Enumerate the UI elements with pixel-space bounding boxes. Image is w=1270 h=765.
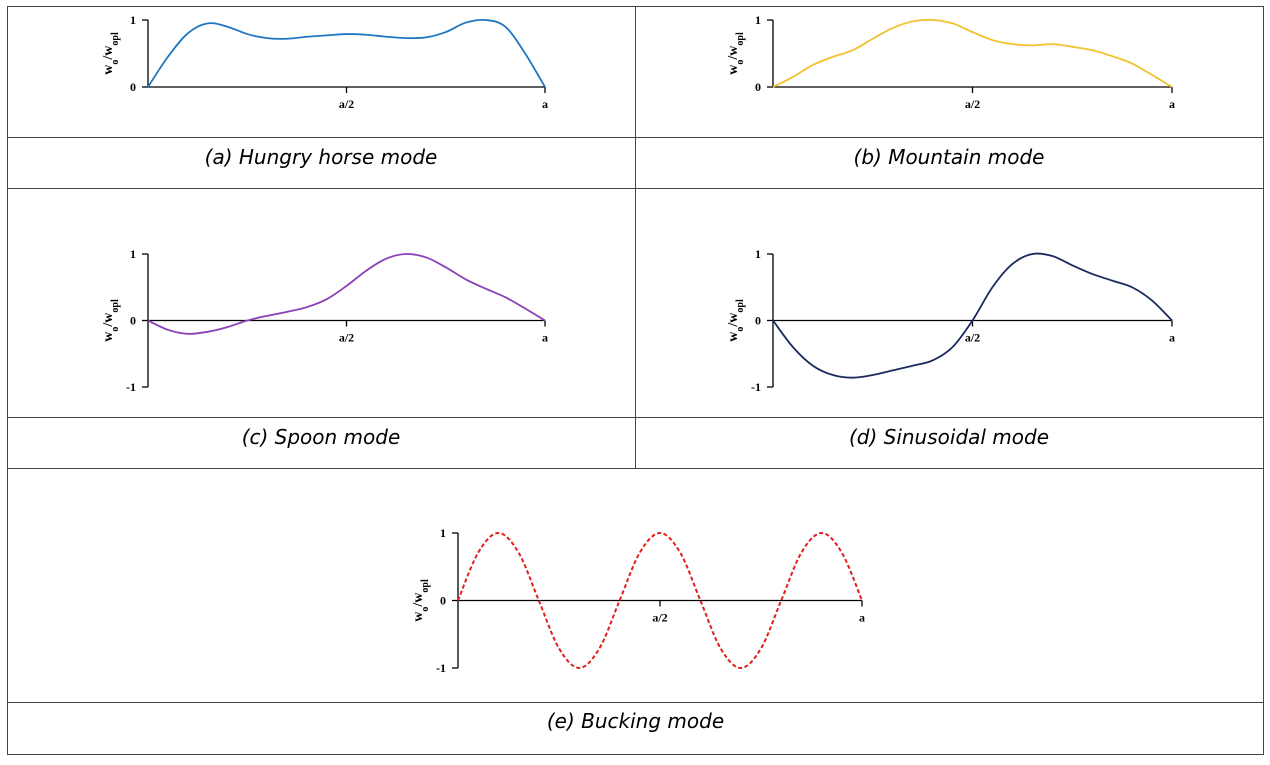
spoon-series-line [147,253,546,335]
table-row-line [7,702,1264,703]
bucking-y-tick-label: -1 [436,661,446,675]
spoon-y-axis-title-part: /w [101,312,116,328]
spoon-y-axis-title-part: o [110,327,121,332]
spoon-y-tick-label: -1 [126,380,136,394]
caption-mountain-mode: (b) Mountain mode [853,145,1045,169]
mountain-y-axis-title-part: /w [726,45,741,61]
mountain-y-axis-title-part: opl [735,32,746,46]
hungry-horse-y-axis-title-part: o [110,60,121,65]
table-row-line [7,137,1264,138]
hungry-horse-x-tick-label: a/2 [339,97,354,111]
hungry-horse-y-axis-title-part: /w [101,45,116,61]
sinusoidal-series-line [772,252,1173,379]
bucking-y-tick-label: 0 [440,594,446,608]
sinusoidal-y-tick-label: 0 [755,314,761,328]
spoon-y-tick-label: 1 [130,247,136,261]
bucking-y-axis-title-part: o [420,607,431,612]
hungry-horse-y-axis-title-part: w [101,64,116,75]
bucking-x-tick-label: a [859,611,865,625]
caption-sinusoidal-mode: (d) Sinusoidal mode [848,425,1050,449]
table-row-line [7,188,1264,189]
caption-spoon-mode: (c) Spoon mode [241,425,401,449]
caption-hungry-horse-mode: (a) Hungry horse mode [204,145,438,169]
bucking-y-axis-title: wo/wopl [411,579,431,622]
mountain-series-line [772,18,1173,88]
sinusoidal-y-axis-title-part: opl [735,299,746,313]
hungry-horse-y-tick-label: 1 [130,13,136,27]
mountain-x-tick-label: a [1169,97,1175,111]
bucking-y-axis-title-part: /w [411,592,426,608]
table-border-right [1263,6,1264,755]
table-divider-vertical [635,6,636,468]
spoon-y-tick-label: 0 [130,314,136,328]
bucking-series-line [457,531,863,670]
spoon-y-axis-title: wo/wopl [101,299,121,342]
bucking-y-axis-title-part: opl [420,579,431,593]
mountain-x-tick-label: a/2 [965,97,980,111]
sinusoidal-y-axis-title-part: w [726,331,741,342]
sinusoidal-y-axis-title-part: /w [726,312,741,328]
sinusoidal-x-tick-label: a/2 [965,331,980,345]
mountain-y-axis-title-part: w [726,64,741,75]
table-row-line [7,417,1264,418]
hungry-horse-y-axis-title: wo/wopl [101,32,121,75]
hungry-horse-y-axis-title-part: opl [110,32,121,46]
mountain-y-tick-label: 1 [755,13,761,27]
spoon-y-axis-title-part: w [101,331,116,342]
hungry-horse-y-tick-label: 0 [130,80,136,94]
spoon-x-tick-label: a [542,331,548,345]
sinusoidal-y-tick-label: 1 [755,247,761,261]
sinusoidal-y-axis-title-part: o [735,327,746,332]
sinusoidal-x-tick-label: a [1169,331,1175,345]
spoon-y-axis-title-part: opl [110,299,121,313]
bucking-y-tick-label: 1 [440,526,446,540]
hungry-horse-x-tick-label: a [542,97,548,111]
mountain-y-axis-title-part: o [735,60,746,65]
bucking-x-tick-label: a/2 [652,611,667,625]
sinusoidal-y-tick-label: -1 [751,380,761,394]
bucking-y-axis-title-part: w [411,611,426,622]
mountain-y-axis-title: wo/wopl [726,32,746,75]
caption-bucking-mode: (e) Bucking mode [546,709,725,733]
hungry-horse-series-line [147,18,546,88]
mountain-y-tick-label: 0 [755,80,761,94]
spoon-x-tick-label: a/2 [339,331,354,345]
table-border-left [7,6,8,755]
sinusoidal-y-axis-title: wo/wopl [726,299,746,342]
table-border-bottom [7,754,1264,755]
table-row-line [7,468,1264,469]
